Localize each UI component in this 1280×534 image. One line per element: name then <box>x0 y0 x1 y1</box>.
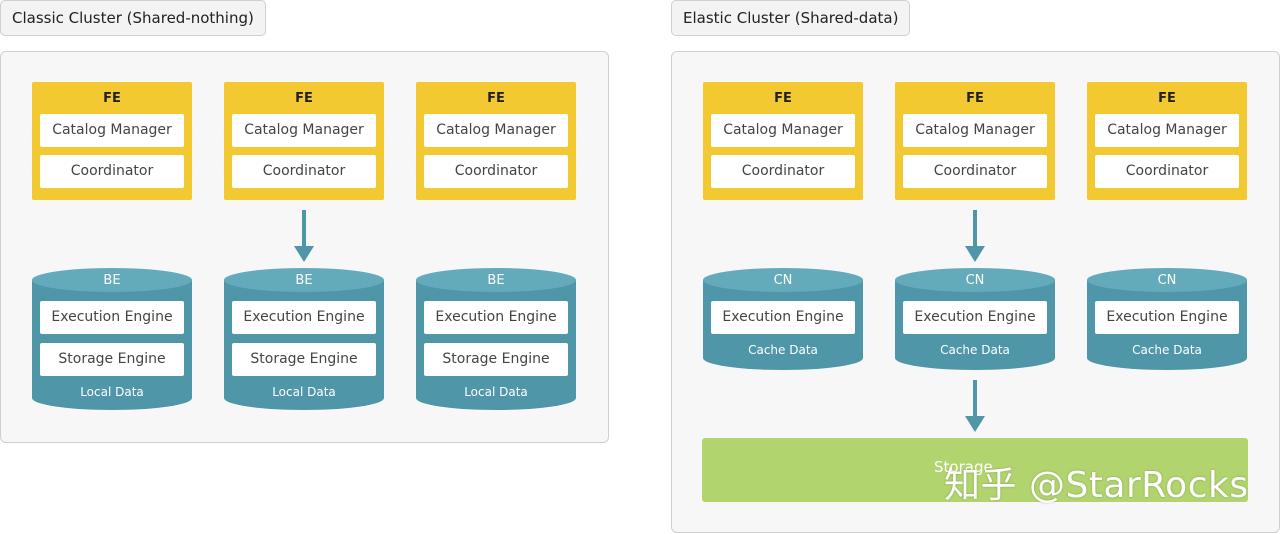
execution-engine: Execution Engine <box>711 301 855 334</box>
execution-engine: Execution Engine <box>40 301 184 334</box>
fe-label: FE <box>966 91 984 106</box>
be-label: BE <box>103 273 121 288</box>
elastic-cn-node-1: CN Execution Engine Cache Data <box>703 268 863 370</box>
cn-label: CN <box>965 273 985 288</box>
coordinator: Coordinator <box>1095 155 1239 188</box>
cn-label: CN <box>1157 273 1177 288</box>
catalog-manager: Catalog Manager <box>232 114 376 147</box>
coordinator: Coordinator <box>711 155 855 188</box>
elastic-fe-node-3: FE Catalog Manager Coordinator <box>1087 82 1247 200</box>
cache-data-label: Cache Data <box>748 343 818 357</box>
coordinator: Coordinator <box>424 155 568 188</box>
storage-engine: Storage Engine <box>40 343 184 376</box>
elastic-cn-node-2: CN Execution Engine Cache Data <box>895 268 1055 370</box>
execution-engine: Execution Engine <box>903 301 1047 334</box>
elastic-cluster-title: Elastic Cluster (Shared-data) <box>671 0 911 36</box>
storage-engine: Storage Engine <box>424 343 568 376</box>
classic-be-node-2: BE Execution Engine Storage Engine Local… <box>224 268 384 410</box>
cache-data-label: Cache Data <box>940 343 1010 357</box>
catalog-manager: Catalog Manager <box>40 114 184 147</box>
execution-engine: Execution Engine <box>424 301 568 334</box>
coordinator: Coordinator <box>232 155 376 188</box>
be-label: BE <box>295 273 313 288</box>
coordinator: Coordinator <box>40 155 184 188</box>
catalog-manager: Catalog Manager <box>903 114 1047 147</box>
local-data-label: Local Data <box>272 385 336 399</box>
classic-be-node-3: BE Execution Engine Storage Engine Local… <box>416 268 576 410</box>
down-arrow-icon <box>965 380 985 432</box>
down-arrow-icon <box>294 210 314 262</box>
classic-fe-node-2: FE Catalog Manager Coordinator <box>224 82 384 200</box>
storage-label: Storage <box>934 458 993 476</box>
classic-fe-node-1: FE Catalog Manager Coordinator <box>32 82 192 200</box>
catalog-manager: Catalog Manager <box>1095 114 1239 147</box>
cn-label: CN <box>773 273 793 288</box>
fe-label: FE <box>774 91 792 106</box>
storage-engine: Storage Engine <box>232 343 376 376</box>
classic-cluster-title: Classic Cluster (Shared-nothing) <box>0 0 266 36</box>
execution-engine: Execution Engine <box>1095 301 1239 334</box>
catalog-manager: Catalog Manager <box>711 114 855 147</box>
watermark: 知乎 @StarRocks <box>944 465 1249 506</box>
classic-be-node-1: BE Execution Engine Storage Engine Local… <box>32 268 192 410</box>
elastic-fe-node-1: FE Catalog Manager Coordinator <box>703 82 863 200</box>
local-data-label: Local Data <box>464 385 528 399</box>
elastic-fe-node-2: FE Catalog Manager Coordinator <box>895 82 1055 200</box>
be-label: BE <box>487 273 505 288</box>
classic-fe-node-3: FE Catalog Manager Coordinator <box>416 82 576 200</box>
catalog-manager: Catalog Manager <box>424 114 568 147</box>
local-data-label: Local Data <box>80 385 144 399</box>
coordinator: Coordinator <box>903 155 1047 188</box>
elastic-cn-node-3: CN Execution Engine Cache Data <box>1087 268 1247 370</box>
down-arrow-icon <box>965 210 985 262</box>
execution-engine: Execution Engine <box>232 301 376 334</box>
fe-label: FE <box>103 91 121 106</box>
cache-data-label: Cache Data <box>1132 343 1202 357</box>
fe-label: FE <box>295 91 313 106</box>
fe-label: FE <box>1158 91 1176 106</box>
shared-storage: Storage <box>702 438 1248 502</box>
fe-label: FE <box>487 91 505 106</box>
